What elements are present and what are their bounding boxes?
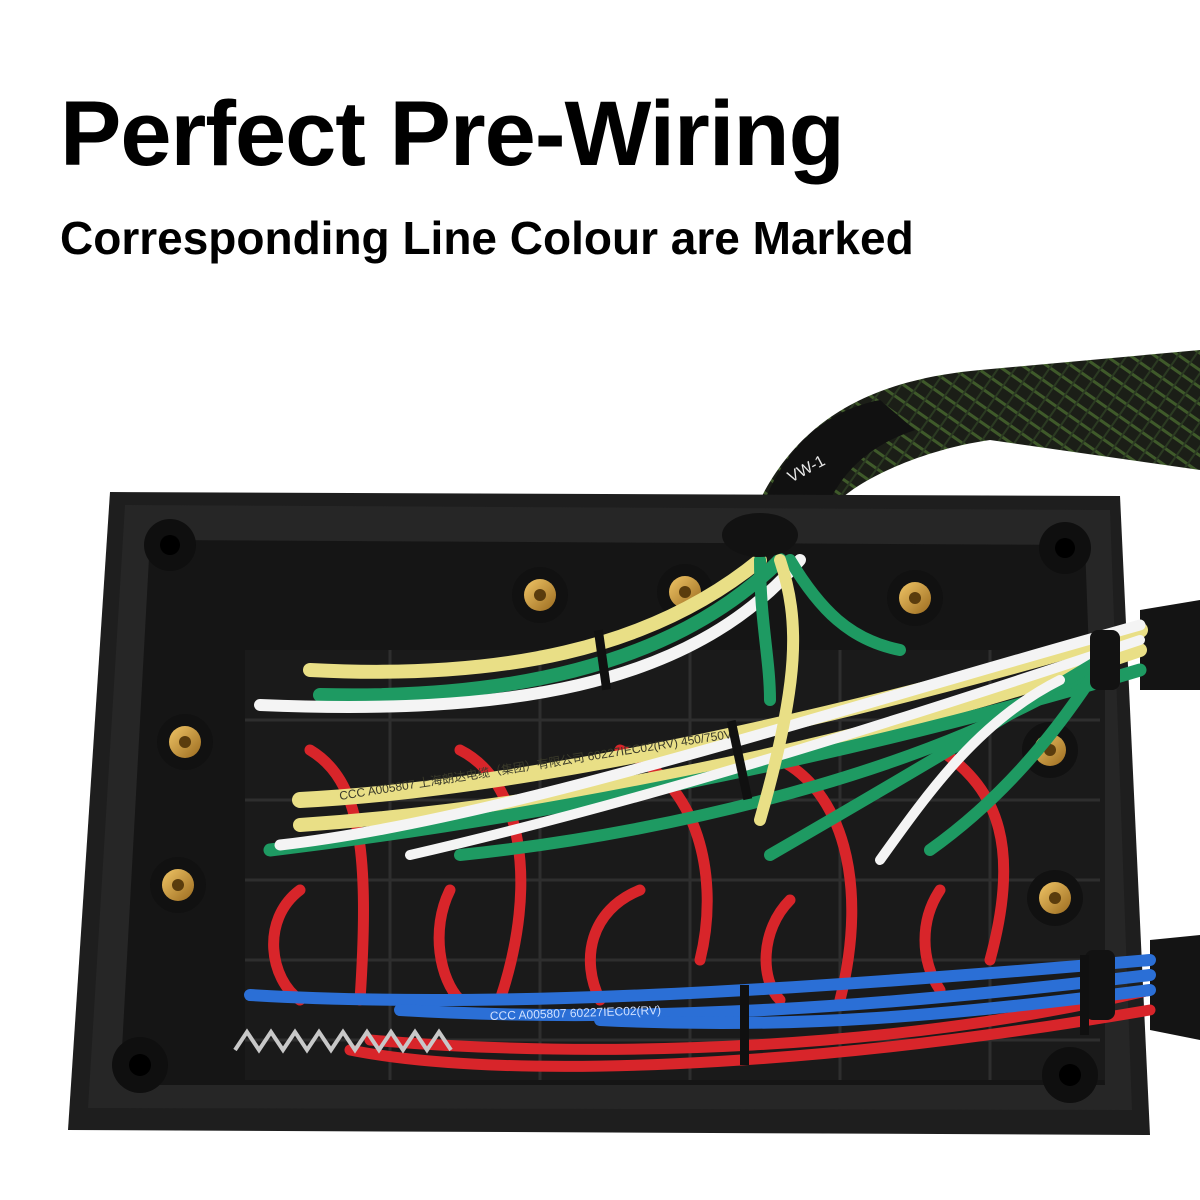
braided-cable-sleeve: VW-1 — [760, 350, 1200, 1040]
blue-wires — [244, 954, 1156, 1030]
red-wires — [268, 744, 1156, 1072]
cable-right-upper — [1140, 600, 1200, 690]
subheadline: Corresponding Line Colour are Marked — [60, 212, 914, 264]
relay-socket-grid — [245, 650, 1100, 1080]
product-photo: VW-1 — [0, 330, 1200, 1200]
metal-terminals — [233, 1028, 453, 1054]
mounting-posts — [112, 519, 1098, 1103]
headline: Perfect Pre-Wiring — [60, 83, 845, 185]
cable-right-lower — [1150, 935, 1200, 1040]
blue-wire-print: CCC A005807 60227IEC02(RV) — [490, 1003, 662, 1023]
signal-wire-bundle — [254, 553, 1148, 865]
grommets-and-cable-ties — [593, 513, 1120, 1065]
